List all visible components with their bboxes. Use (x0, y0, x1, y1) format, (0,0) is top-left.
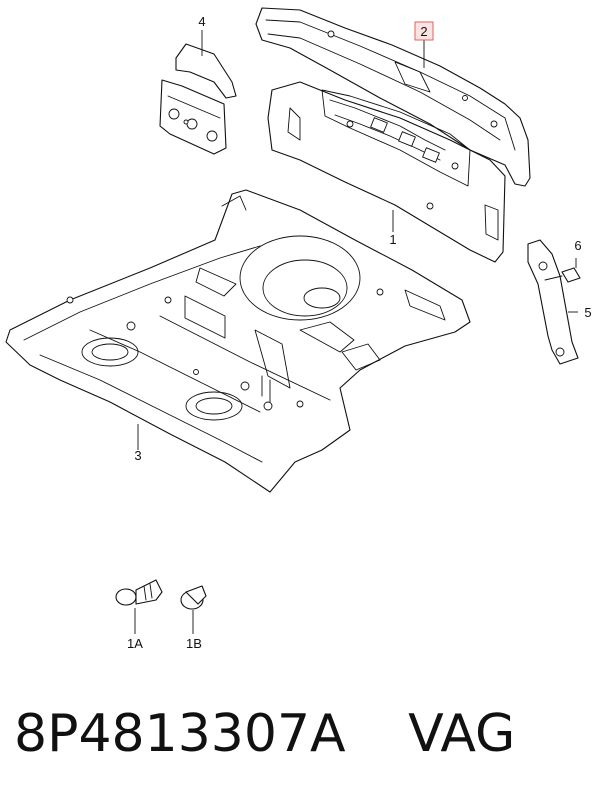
leader-lines (134, 30, 578, 634)
part-1b-clip (180, 585, 207, 610)
callout-2: 2 (420, 24, 427, 39)
part-3-floor-pan (5, 189, 471, 493)
part-2-rear-upper-panel (255, 7, 531, 187)
part-5-strut (527, 239, 579, 365)
part-number: 8P4813307A (14, 704, 346, 764)
callout-6: 6 (574, 238, 581, 253)
callout-5: 5 (584, 305, 591, 320)
brand-name: VAG (408, 704, 516, 764)
part-6-bolt (544, 267, 581, 283)
callout-1a: 1A (127, 636, 143, 651)
part-1a-clip (115, 579, 163, 606)
callout-4: 4 (198, 14, 205, 29)
callout-1b: 1B (186, 636, 202, 651)
caption: 8P4813307A VAG (14, 694, 586, 774)
callout-3: 3 (134, 448, 141, 463)
part-4-bracket (159, 43, 237, 155)
callout-1: 1 (389, 232, 396, 247)
part-1-rear-cross-member (267, 81, 506, 263)
part-2-highlight-box (414, 21, 434, 41)
exploded-parts-diagram: 4 2 1 6 5 3 1A 1B (5, 7, 592, 651)
